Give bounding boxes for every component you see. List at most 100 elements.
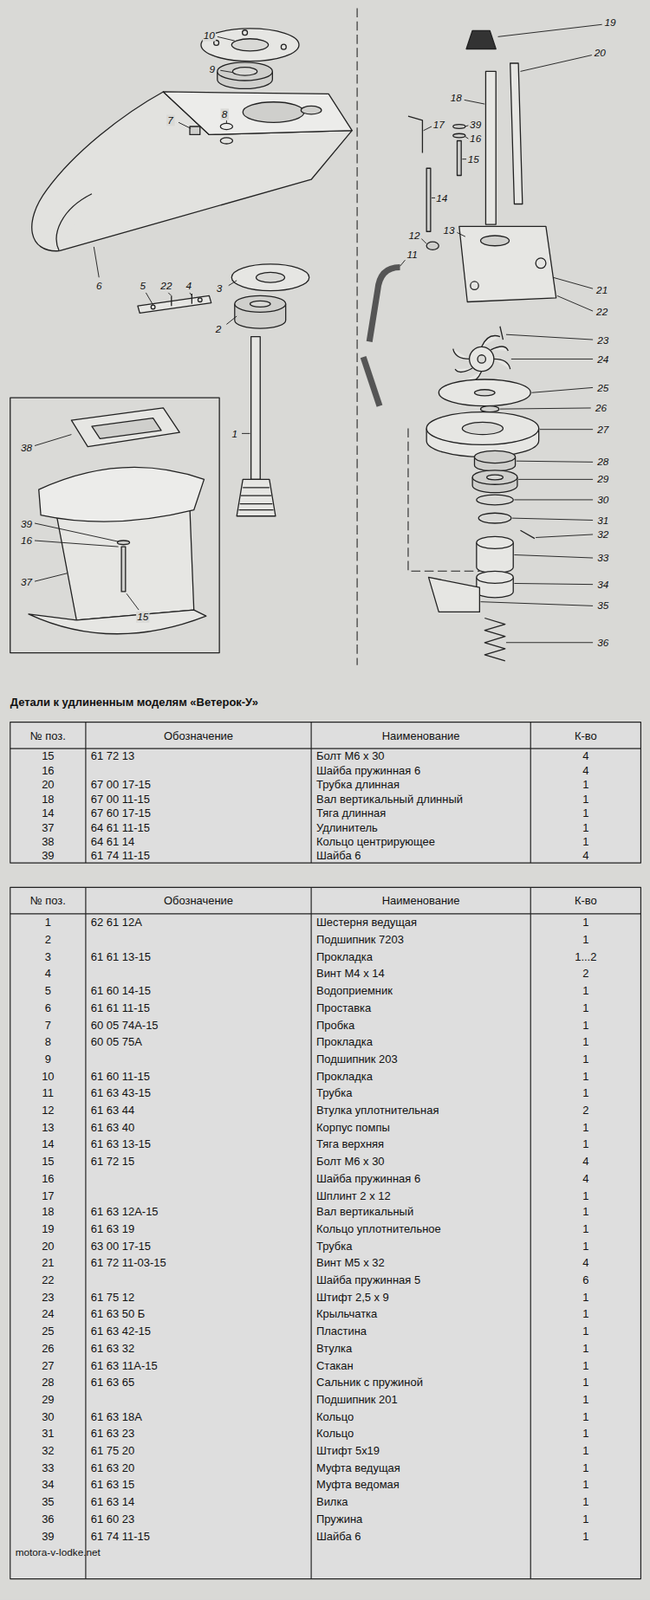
table-cell: 38 [10,835,86,848]
callout-number: 22 [159,279,173,292]
leader-line [126,593,139,611]
seal [474,450,515,472]
table-cell: 61 63 11А-15 [85,1359,312,1372]
leader-line [168,292,172,297]
table-cell: 14 [10,806,86,819]
leader-line [531,387,593,393]
table-cell: Корпус помпы [311,1121,531,1134]
table-grid [10,722,642,864]
table-cell: 27 [10,1359,86,1372]
table-header: К-во [530,729,641,742]
leader-line [178,122,191,129]
pin [520,530,534,539]
table-cell: Штифт 5х19 [311,1444,531,1457]
centering-ring [91,418,162,440]
leader-line [220,70,233,72]
leader-line [400,260,406,267]
table-cell: 26 [10,1342,86,1355]
table-cell: 61 60 11-15 [85,1070,312,1083]
leader-line [518,479,593,481]
table-cell: 1 [530,1326,641,1339]
gasket [242,30,248,36]
table-cell: 61 60 23 [85,1513,312,1526]
table-cell: 1 [530,1428,641,1441]
table-cell: 8 [10,1035,86,1048]
table-cell: 4 [530,1172,641,1185]
leader-line [513,499,593,501]
gasket [220,123,233,144]
table-cell: Вал вертикальный [311,1206,531,1219]
tube [510,63,523,204]
table-cell: 19 [10,1223,86,1236]
table-cell: 6 [530,1274,641,1287]
table-cell: 28 [10,1377,86,1390]
table-cell: 4 [530,1155,641,1168]
callout-number: 12 [407,230,421,242]
table-cell: 35 [10,1495,86,1508]
table-cell: 61 63 44 [85,1104,312,1117]
table-cell: 61 61 13-15 [85,950,312,963]
table-cell: 1 [530,778,641,791]
table-cell: 61 63 40 [85,1121,312,1134]
table-cell: Тяга верхняя [311,1137,531,1151]
gasket [256,272,286,283]
leader-line [421,239,427,245]
table-heading: Детали к удлиненным моделям «Ветерок-У» [10,695,259,709]
callout-number: 15 [467,153,481,165]
table-cell: Пружина [311,1513,531,1526]
leader-line [226,316,237,325]
inset-frame [10,397,220,653]
table-cell: 1 [530,1393,641,1406]
centering-ring [71,408,180,448]
table-cell: 1 [530,916,641,930]
callout-number: 31 [596,514,610,527]
leader-line [226,120,228,124]
callout-number: 4 [184,279,193,292]
callout-number: 37 [19,577,33,589]
gearcase-housing [32,91,352,252]
table-cell: 61 60 14-15 [85,984,312,997]
callout-number: 3 [215,283,224,295]
table-cell: Удлинитель [311,821,531,834]
extension-housing [28,467,207,634]
table-cell: 1 [530,1053,641,1066]
leader-line [511,358,593,360]
bearing [487,474,504,481]
table-header: № поз. [10,895,86,908]
water-intake [197,298,202,303]
pump-body [481,235,510,247]
leader-line [93,247,99,278]
table-cell: 1 [530,1479,641,1492]
callout-number: 10 [202,30,216,42]
callout-number: 16 [468,133,482,145]
leader-line [498,24,603,37]
table-cell: 61 63 65 [85,1377,312,1390]
table-cell: 4 [10,968,86,981]
table-cell: Шайба 6 [311,850,531,863]
leader-line [145,292,153,306]
table-cell: Штифт 2,5 х 9 [311,1291,531,1304]
table-cell: Крыльчатка [311,1308,531,1321]
table-cell: 1 [530,1070,641,1083]
bearing [234,295,286,312]
table-cell: Трубка [311,1240,531,1253]
table-cell: 61 74 11-15 [85,850,312,863]
table-cell: 1 [530,1206,641,1219]
table-cell: 39 [10,850,86,863]
pump-cup [461,422,503,435]
bearing [472,470,518,494]
axis-line [357,7,358,665]
table-cell: 61 63 32 [85,1342,312,1355]
impeller [453,335,511,383]
callout-number: 22 [595,306,609,319]
table-cell: 1 [530,1137,641,1151]
table-cell: 4 [530,850,641,863]
table-cell: 2 [530,968,641,981]
callout-number: 28 [596,456,610,468]
table-cell: Шайба пружинная 6 [311,764,531,777]
plug [189,126,201,135]
plug [189,126,201,135]
table-cell: 36 [10,1513,86,1526]
table-cell: 12 [10,1104,86,1117]
bolt [453,124,466,176]
